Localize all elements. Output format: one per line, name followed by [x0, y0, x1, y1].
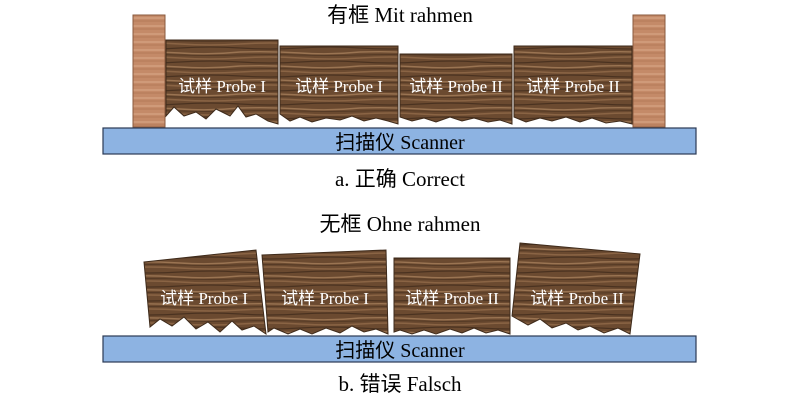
sample-block-2: [261, 249, 389, 335]
sample-block-2: [279, 45, 399, 125]
sample-label: 试样 Probe I: [281, 289, 369, 308]
sample-block-4: [511, 242, 641, 335]
panel-title-correct: 有框 Mit rahmen: [327, 3, 473, 27]
panel-caption-wrong: b. 错误 Falsch: [338, 372, 462, 396]
scanner-bar: [102, 335, 697, 363]
frame-post-right: [632, 14, 666, 128]
panel-wrong: 试样 Probe I 试样 Probe I 试样 Probe II 试样 Pro…: [102, 242, 697, 363]
scanner-label: 扫描仪 Scanner: [335, 131, 465, 154]
sample-block-4: [513, 45, 633, 125]
scanner-label: 扫描仪 Scanner: [335, 339, 465, 362]
sample-block-3: [399, 53, 513, 125]
panel-correct: 试样 Probe I 试样 Probe I 试样 Probe II 试样 Pro…: [102, 14, 697, 155]
sample-label: 试样 Probe I: [160, 289, 248, 308]
sample-label: 试样 Probe II: [409, 77, 503, 96]
sample-label: 试样 Probe I: [295, 77, 383, 96]
sample-block-1: [143, 249, 267, 336]
sample-label: 试样 Probe II: [405, 289, 499, 308]
sample-label: 试样 Probe II: [530, 289, 624, 308]
sample-block-3: [393, 257, 511, 335]
scanner-bar: [102, 127, 697, 155]
sample-label: 试样 Probe II: [526, 77, 620, 96]
sample-label: 试样 Probe I: [178, 77, 266, 96]
frame-post-left: [132, 14, 166, 128]
panel-caption-correct: a. 正确 Correct: [334, 167, 466, 191]
panel-title-wrong: 无框 Ohne rahmen: [319, 212, 481, 236]
sample-block-1: [165, 39, 279, 125]
